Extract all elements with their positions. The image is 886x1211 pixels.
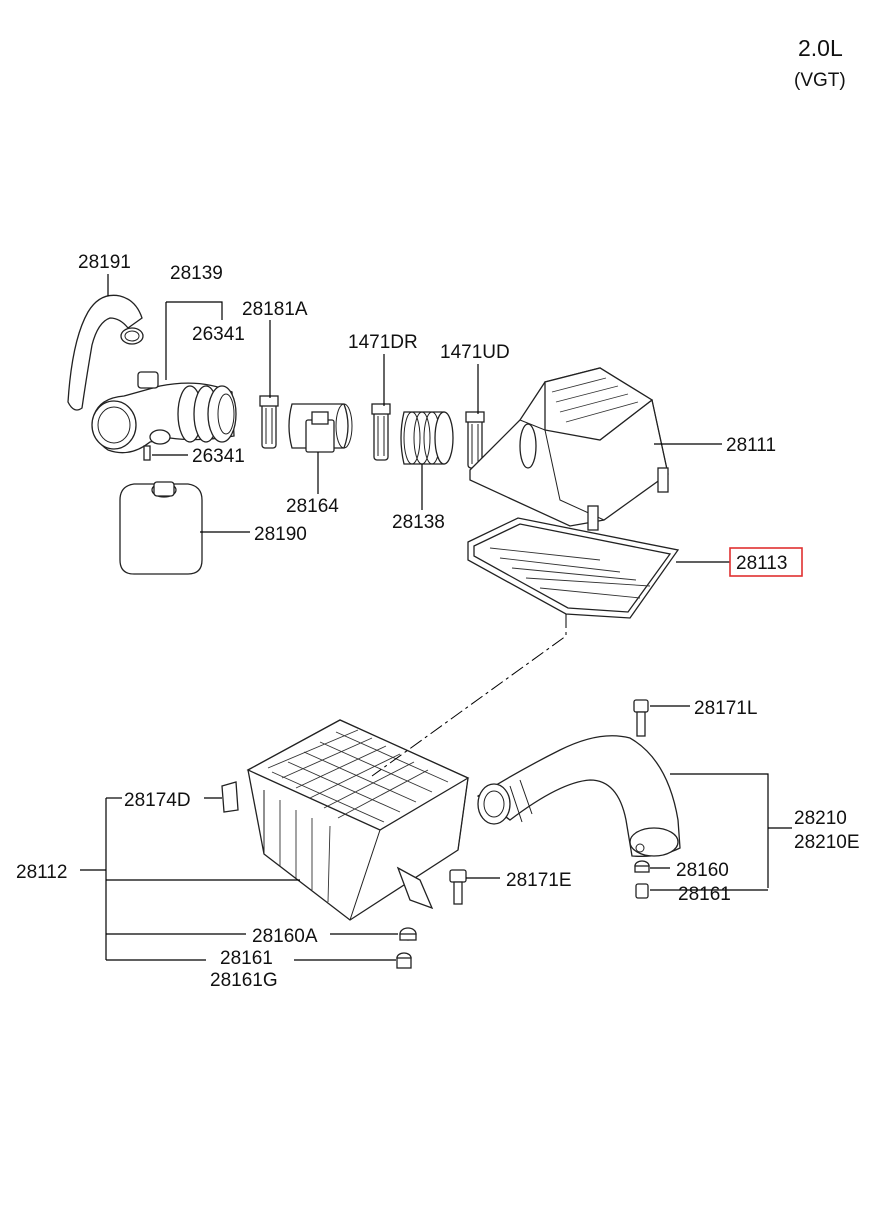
label-28160A[interactable]: 28160A	[252, 926, 318, 947]
label-28161-lower[interactable]: 28161	[220, 948, 273, 969]
bolt-28171E[interactable]	[449, 869, 467, 905]
reservoir-28190[interactable]	[119, 481, 203, 575]
label-26341-lower[interactable]: 26341	[192, 446, 245, 467]
label-28161-right[interactable]: 28161	[678, 884, 731, 905]
bolt-28171L[interactable]	[633, 699, 649, 737]
grommet-28160[interactable]	[634, 860, 650, 873]
clamp-26341[interactable]	[143, 445, 151, 461]
highlight-box	[729, 547, 803, 577]
label-28138[interactable]: 28138	[392, 512, 445, 533]
grommet-28161-right[interactable]	[635, 883, 649, 899]
bellows-28138[interactable]	[400, 411, 454, 465]
label-28174D[interactable]: 28174D	[124, 790, 191, 811]
grommet-28160A[interactable]	[399, 927, 417, 941]
clip-1471DR[interactable]	[371, 403, 391, 461]
label-28171L[interactable]: 28171L	[694, 698, 757, 719]
grommet-28161-lower[interactable]	[396, 952, 412, 969]
label-28112[interactable]: 28112	[16, 862, 67, 883]
upper-cover-28111[interactable]	[469, 367, 669, 531]
label-1471DR[interactable]: 1471DR	[348, 332, 418, 353]
label-28161G[interactable]: 28161G	[210, 970, 278, 991]
label-28210E[interactable]: 28210E	[794, 832, 860, 853]
label-28111[interactable]: 28111	[726, 435, 776, 456]
label-28210[interactable]: 28210	[794, 808, 847, 829]
clip-28174D[interactable]	[221, 781, 239, 813]
label-1471UD[interactable]: 1471UD	[440, 342, 510, 363]
label-26341-upper[interactable]: 26341	[192, 324, 245, 345]
leader-lines	[80, 274, 792, 961]
intake-pipe-28139[interactable]	[91, 371, 237, 454]
sensor-28164[interactable]	[288, 403, 353, 453]
label-28191[interactable]: 28191	[78, 252, 131, 273]
label-28181A[interactable]: 28181A	[242, 299, 308, 320]
label-28164[interactable]: 28164	[286, 496, 339, 517]
duct-28210[interactable]	[476, 735, 681, 857]
hose-28191[interactable]	[67, 294, 144, 411]
air-filter-28113[interactable]	[467, 517, 680, 619]
label-28139[interactable]: 28139	[170, 263, 223, 284]
label-28113[interactable]: 28113	[736, 553, 787, 574]
clip-28181A[interactable]	[259, 395, 279, 449]
label-28160[interactable]: 28160	[676, 860, 729, 881]
lower-housing-28112[interactable]	[246, 719, 470, 921]
label-28190[interactable]: 28190	[254, 524, 307, 545]
engine-displacement: 2.0L	[798, 35, 843, 61]
label-28171E[interactable]: 28171E	[506, 870, 572, 891]
engine-variant: (VGT)	[794, 70, 846, 91]
